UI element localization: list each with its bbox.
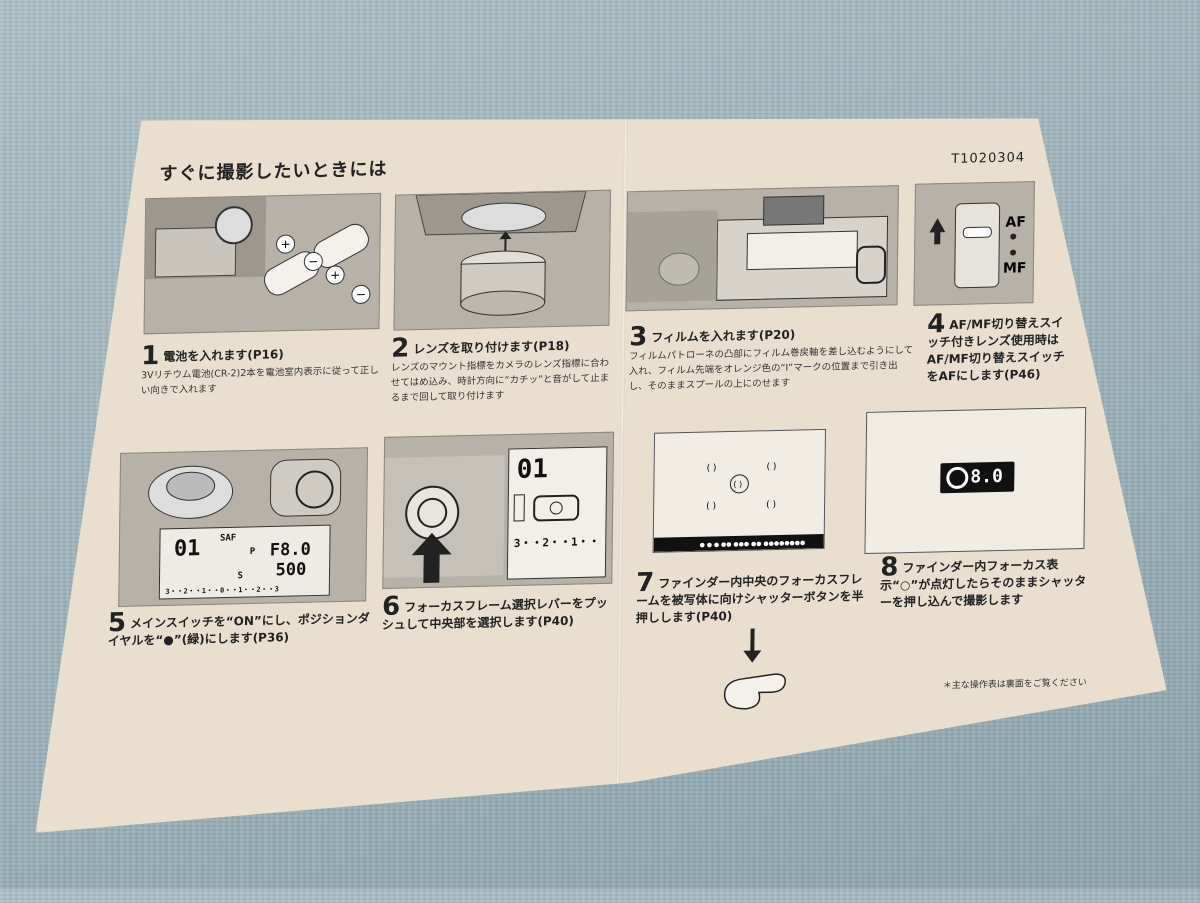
step-2-body: レンズのマウント指標をカメラのレンズ指標に合わせてはめ込み、時計方向に“カチッ”…: [390, 357, 610, 404]
illustration-battery: + + − −: [143, 192, 382, 335]
step-5-heading: メインスイッチを“ON”にし、ポジションダイヤルを“●”(緑)にします(P36): [107, 611, 370, 649]
lens-illustration-drawing: [415, 190, 587, 316]
main-switch-drawing: [148, 458, 342, 600]
step-7-heading: ファインダー内中央のフォーカスフレームを被写体に向けシャッターボタンを半押ししま…: [635, 572, 864, 626]
step-6-heading: フォーカスフレーム選択レバーをプッシュして中央部を選択します(P40): [381, 595, 608, 633]
illustration-film: [625, 185, 899, 312]
lcd-aperture: F8.0: [269, 539, 311, 561]
af-label: AF: [1005, 214, 1026, 230]
svg-text:( ): ( ): [767, 462, 777, 472]
illustration-focus-indicator: 8.0: [864, 406, 1087, 555]
card-title: すぐに撮影したいときには: [159, 158, 388, 185]
step-8-heading: ファインダー内フォーカス表示“○”が点灯したらそのままシャッターを押し込んで撮影…: [879, 557, 1087, 610]
finder-frames-drawing: ( ) ( ) ( ) ( ) ( ) ● ● ● ●● ●●● ●● ●●●●…: [653, 462, 824, 552]
lcd-mode: SAF: [219, 533, 237, 544]
arrow-up-icon: [929, 218, 946, 233]
finder-display: 8.0: [940, 461, 1015, 494]
step-3-number: 3: [629, 321, 648, 353]
focus-confirm-icon: [946, 466, 969, 490]
illustration-af-mf-switch: AF MF: [913, 181, 1035, 306]
step-1-heading: 電池を入れます(P16): [163, 347, 284, 364]
step-2-heading: レンズを取り付けます(P18): [413, 338, 570, 357]
af-mf-switch-drawing: AF MF: [929, 202, 1027, 289]
illustration-finder-frames: ( ) ( ) ( ) ( ) ( ) ● ● ● ●● ●●● ●● ●●●●…: [652, 428, 827, 553]
mf-label: MF: [1003, 260, 1027, 277]
finder-value: 8.0: [970, 465, 1003, 488]
svg-text:( ): ( ): [706, 501, 716, 511]
document-code: T1020304: [951, 150, 1026, 167]
svg-text:( ): ( ): [733, 480, 742, 489]
lcd-shutter: 500: [275, 559, 307, 581]
lcd-frame-counter: 01: [173, 536, 201, 562]
step-1-body: 3Vリチウム電池(CR-2)2本を電池室内表示に従って正しい向きで入れます: [140, 364, 379, 397]
lcd-p: P: [249, 546, 256, 557]
minus-label-2: −: [356, 287, 366, 301]
finger-press-icon: [723, 628, 786, 710]
lcd6-scale: 3・・2・・1・・: [513, 535, 600, 550]
illustration-focus-lever: 01 3・・2・・1・・: [382, 431, 615, 589]
minus-label-1: −: [308, 254, 318, 268]
step-4-heading: AF/MF切り替えスイッチ付きレンズ使用時はAF/MF切り替えスイッチをAFにし…: [926, 315, 1065, 384]
lcd6-frame-counter: 01: [516, 454, 549, 485]
plus-label-2: +: [330, 268, 340, 282]
illustration-lens: [393, 189, 612, 331]
focus-lever-drawing: [383, 446, 608, 584]
step-2-number: 2: [391, 333, 410, 364]
step-3-body: フィルムパトローネの凸部にフィルム巻戻軸を差し込むようにして入れ、フィルム先端を…: [628, 344, 914, 393]
svg-text:● ● ● ●● ●●● ●● ●●●●●●●●: ● ● ● ●● ●●● ●● ●●●●●●●●: [700, 539, 806, 548]
battery-illustration-drawing: + + − −: [145, 196, 371, 304]
plus-label-1: +: [280, 237, 290, 251]
arrow-up-icon-2: [411, 532, 452, 584]
film-illustration-drawing: [626, 195, 889, 303]
svg-text:( ): ( ): [766, 500, 776, 510]
svg-text:( ): ( ): [707, 463, 717, 473]
step-3-heading: フィルムを入れます(P20): [651, 327, 796, 345]
step-1-number: 1: [141, 340, 160, 372]
lcd-s: S: [237, 571, 244, 582]
illustration-main-switch-lcd: 01 SAF P S F8.0 500 3・・2・・1・・0・・1・・2・・3: [118, 447, 369, 607]
